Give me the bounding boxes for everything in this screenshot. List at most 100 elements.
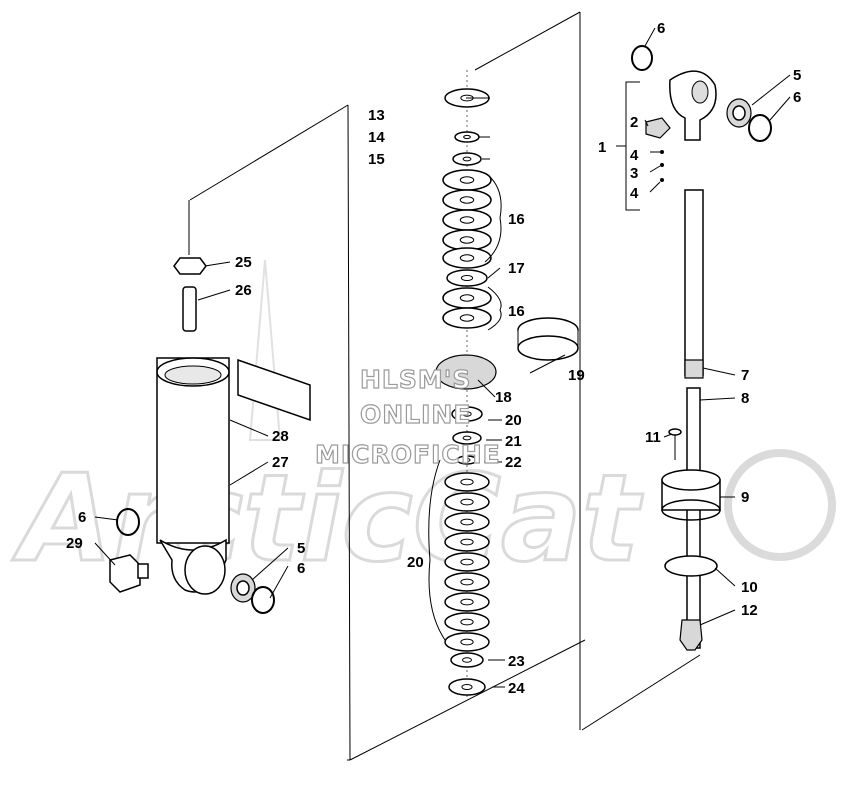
shim-part-20-hole (460, 638, 474, 646)
snap-ring-part-6-right-b (748, 114, 772, 142)
callout-16: 16 (508, 303, 525, 320)
shim-part-22 (456, 455, 478, 465)
shim-part-20-hole (460, 538, 474, 546)
shim-part-20-hole (460, 498, 474, 506)
callout-28: 28 (272, 428, 289, 445)
leader-lines (94, 27, 791, 688)
shim-part-16-hole (459, 254, 475, 262)
shaft-part-7 (684, 189, 704, 376)
shim-part-21 (452, 431, 482, 445)
watermark-line-1: HLSM'S (360, 365, 471, 394)
washer-part-15 (452, 152, 482, 166)
callout-25: 25 (235, 254, 252, 271)
callout-3: 3 (630, 165, 638, 182)
shim-part-20 (444, 472, 490, 492)
shim-part-20 (444, 572, 490, 592)
shim-part-20 (444, 512, 490, 532)
shim-part-20 (444, 612, 490, 632)
snap-ring-part-6-left-b (251, 586, 275, 614)
fitting-part-29 (109, 554, 141, 593)
callout-10: 10 (741, 579, 758, 596)
shim-part-17-hole (460, 274, 474, 282)
callout-24: 24 (508, 680, 525, 697)
ball-part-3 (660, 163, 664, 167)
panel-outlines (189, 12, 586, 761)
shim-part-22-hole (463, 458, 471, 462)
callout-16: 16 (508, 211, 525, 228)
callout-29: 29 (66, 535, 83, 552)
panel-border-center (474, 11, 701, 731)
watermark-wheel-icon (724, 449, 836, 561)
shim-part-20-hole (460, 578, 474, 586)
callout-22: 22 (505, 454, 522, 471)
shim-part-20 (451, 406, 483, 422)
callout-18: 18 (495, 389, 512, 406)
callout-20: 20 (407, 554, 424, 571)
shim-part-20 (444, 592, 490, 612)
disc-part-10 (664, 555, 718, 577)
callout-labels: 1 2 3 4 4 5 5 6 6 6 6 7 8 9 10 11 12 13 … (66, 20, 801, 697)
snap-ring-part-6-left (116, 508, 140, 536)
shim-part-16 (442, 229, 492, 251)
watermark-line-3: MICROFICHE (315, 440, 501, 469)
shim-part-16-hole (459, 176, 475, 184)
watermark-brand: ArcticCat (12, 450, 644, 589)
shim-part-20 (444, 492, 490, 512)
callout-6: 6 (657, 20, 665, 37)
callout-6: 6 (78, 509, 86, 526)
shim-part-20-hole (460, 478, 474, 486)
washer-part-24-hole (461, 683, 473, 691)
eyelet-part (669, 70, 717, 141)
washer-part-24 (448, 678, 486, 696)
rod-assembly (625, 45, 772, 651)
callout-11: 11 (645, 429, 661, 446)
shim-part-16-hole (459, 196, 475, 204)
watermark-tree-icon (248, 259, 282, 441)
snap-ring-part-6-right (631, 45, 653, 71)
watermark-line-2: ONLINE (360, 400, 471, 429)
callout-2: 2 (630, 114, 638, 131)
callout-6: 6 (297, 560, 305, 577)
rod-part-8 (686, 387, 701, 649)
callout-26: 26 (235, 282, 252, 299)
shim-part-16-hole (459, 216, 475, 224)
shim-part-16-hole (459, 294, 475, 302)
shim-part-16 (442, 189, 492, 211)
callout-8: 8 (741, 390, 749, 407)
callout-15: 15 (368, 151, 385, 168)
callout-5: 5 (297, 540, 305, 557)
ball-part-4 (660, 150, 664, 154)
callout-27: 27 (272, 454, 289, 471)
callout-20: 20 (505, 412, 522, 429)
shim-part-16 (442, 209, 492, 231)
sticker-part-28 (237, 358, 311, 422)
callout-14: 14 (368, 129, 385, 146)
shim-part-20 (444, 632, 490, 652)
callout-4: 4 (630, 147, 639, 164)
shim-part-20-hole (462, 411, 472, 417)
valve-part-2 (645, 117, 671, 139)
shim-part-16 (442, 169, 492, 191)
nut-part-25 (173, 257, 207, 275)
cylinder-part-27 (156, 357, 230, 544)
callout-7: 7 (741, 367, 749, 384)
ball-part-4b (660, 178, 664, 182)
shim-part-20-hole (460, 598, 474, 606)
shim-part-23-hole (462, 657, 472, 663)
washer-stack (442, 70, 492, 700)
shim-part-20-hole (460, 558, 474, 566)
callout-9: 9 (741, 489, 749, 506)
washer-part-15-hole (462, 156, 472, 162)
shim-part-16 (442, 287, 492, 309)
callout-23: 23 (508, 653, 525, 670)
callout-4: 4 (630, 185, 639, 202)
shim-part-21-hole (462, 435, 472, 441)
callout-12: 12 (741, 602, 758, 619)
callout-1: 1 (598, 139, 606, 156)
callout-21: 21 (505, 433, 522, 450)
end-part-12 (679, 619, 703, 651)
band-part-19 (517, 317, 579, 361)
shim-part-23 (450, 652, 484, 668)
shim-part-16-hole (459, 236, 475, 244)
shim-part-16 (442, 307, 492, 329)
